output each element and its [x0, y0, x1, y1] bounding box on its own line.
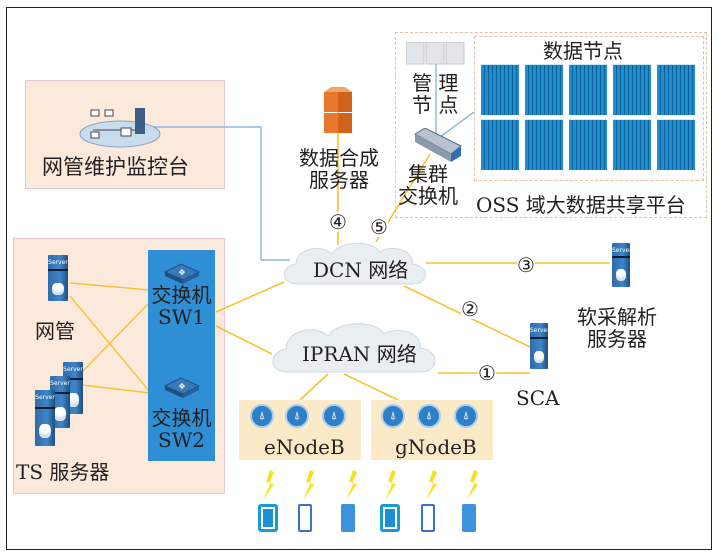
link-marker-1: ①	[478, 361, 496, 385]
softcollect-line1: 软采解析	[577, 305, 657, 329]
rack-block	[525, 64, 563, 115]
lightning-signal-icon	[426, 470, 437, 500]
phone-device-icon	[298, 504, 312, 532]
cluster-switch-line1: 集群	[408, 162, 448, 186]
mgmt-node-line1: 管 理	[412, 71, 459, 95]
nms-server-icon: Server	[48, 255, 68, 301]
server-tag-text: Server	[612, 246, 632, 254]
management-node-servers-icon	[406, 42, 465, 65]
sw1-line1: 交换机	[151, 283, 212, 307]
rack-block	[657, 119, 695, 170]
base-station-antenna-icon: ⍋	[322, 404, 346, 428]
base-station-antenna-icon: ⍋	[381, 404, 405, 428]
phone-device-icon	[421, 504, 435, 532]
dcn-label: DCN 网络	[313, 258, 409, 282]
sca-label: SCA	[516, 386, 560, 410]
base-station-antenna-icon: ⍋	[285, 404, 309, 428]
lightning-signal-icon	[263, 470, 274, 500]
server-tag-text: Server	[50, 380, 70, 388]
ts-server-icon-2: Server	[50, 376, 70, 428]
oss-platform-label: OSS 域大数据共享平台	[476, 193, 686, 217]
ipran-label: IPRAN 网络	[302, 342, 417, 366]
link-marker-3: ③	[517, 253, 535, 277]
ts-servers-label: TS 服务器	[16, 460, 110, 484]
rack-block	[481, 64, 519, 115]
rack-block	[569, 64, 607, 115]
server-tag-text: Server	[530, 326, 550, 334]
rack-block	[481, 119, 519, 170]
switch-column	[148, 250, 215, 461]
sw2-line2: SW2	[158, 428, 205, 452]
sw2-switch-icon: ✥	[163, 377, 201, 398]
network-console-icon	[79, 108, 161, 148]
tablet-device-icon	[380, 504, 400, 532]
svg-text:✥: ✥	[179, 268, 186, 277]
rack-block	[657, 64, 695, 115]
lightning-signal-icon	[467, 470, 478, 500]
data-node-label: 数据节点	[543, 39, 623, 63]
server-tag-text: Server	[35, 394, 55, 402]
base-station-antenna-icon: ⍋	[417, 404, 441, 428]
sw1-switch-icon: ✥	[163, 263, 201, 284]
lightning-signal-icon	[346, 470, 357, 500]
softcollect-server-label: 软采解析 服务器	[562, 306, 672, 350]
svg-text:✥: ✥	[179, 382, 186, 391]
link-ipran-gnodeb	[343, 373, 399, 401]
softcollect-line2: 服务器	[587, 327, 647, 351]
data-node-boundary	[474, 36, 704, 181]
rack-block	[613, 64, 651, 115]
cluster-switch-label: 集群 交换机	[398, 163, 458, 207]
data-node-rack-grid	[481, 64, 695, 172]
smartphone-device-icon	[462, 504, 476, 532]
link-sw1-dcn	[215, 281, 285, 313]
lightning-signal-icon	[385, 470, 396, 500]
mgmt-node-label: 管 理 节 点	[412, 72, 458, 116]
mgmt-node-line2: 节 点	[412, 93, 459, 117]
sw1-line2: SW1	[158, 305, 205, 329]
rack-block	[525, 119, 563, 170]
cluster-switch-line2: 交换机	[398, 184, 458, 208]
rack-block	[613, 119, 651, 170]
link-marker-4: ④	[329, 210, 347, 234]
sw1-label: 交换机 SW1	[144, 284, 219, 328]
base-station-antenna-icon: ⍋	[454, 404, 478, 428]
link-nms-sw1	[69, 282, 151, 291]
nms-label: 网管	[35, 319, 75, 343]
ts-server-icon-1: Server	[35, 390, 55, 446]
link-marker-2: ②	[461, 297, 479, 321]
link-datanode-cluster	[439, 111, 475, 138]
lightning-signal-icon	[303, 470, 314, 500]
sw2-line1: 交换机	[151, 406, 212, 430]
smartphone-device-icon	[341, 504, 355, 532]
enodeb-label: eNodeB	[264, 435, 345, 459]
orange-server-icon	[324, 87, 352, 133]
tablet-device-icon	[258, 504, 278, 532]
link-ts-sw1	[81, 301, 151, 373]
link-ipran-enodeb	[299, 373, 329, 401]
link-ts-sw2	[81, 384, 151, 394]
server-tag-text: Server	[48, 258, 68, 266]
oss-platform-boundary	[395, 32, 707, 218]
cluster-switch-icon	[414, 128, 462, 162]
link-marker-5: ⑤	[370, 215, 388, 239]
dcn-cloud-icon	[283, 242, 426, 285]
server-tag-text: Server	[63, 366, 83, 374]
sca-server-icon: Server	[530, 323, 550, 369]
data-synth-label-line1: 数据合成	[299, 146, 379, 170]
rack-block	[569, 119, 607, 170]
sw2-label: 交换机 SW2	[144, 407, 219, 451]
gnodeb-label: gNodeB	[395, 435, 477, 459]
ipran-cloud-icon	[272, 323, 436, 373]
nms-console-label: 网管维护监控台	[42, 155, 189, 179]
link-sw1-ipran	[215, 325, 273, 355]
data-synth-label-line2: 服务器	[309, 168, 369, 192]
base-station-antenna-icon: ⍋	[250, 404, 274, 428]
softcollect-server-icon: Server	[612, 243, 632, 287]
data-synth-server-label: 数据合成 服务器	[289, 147, 389, 191]
link-console-dcn	[147, 126, 290, 261]
